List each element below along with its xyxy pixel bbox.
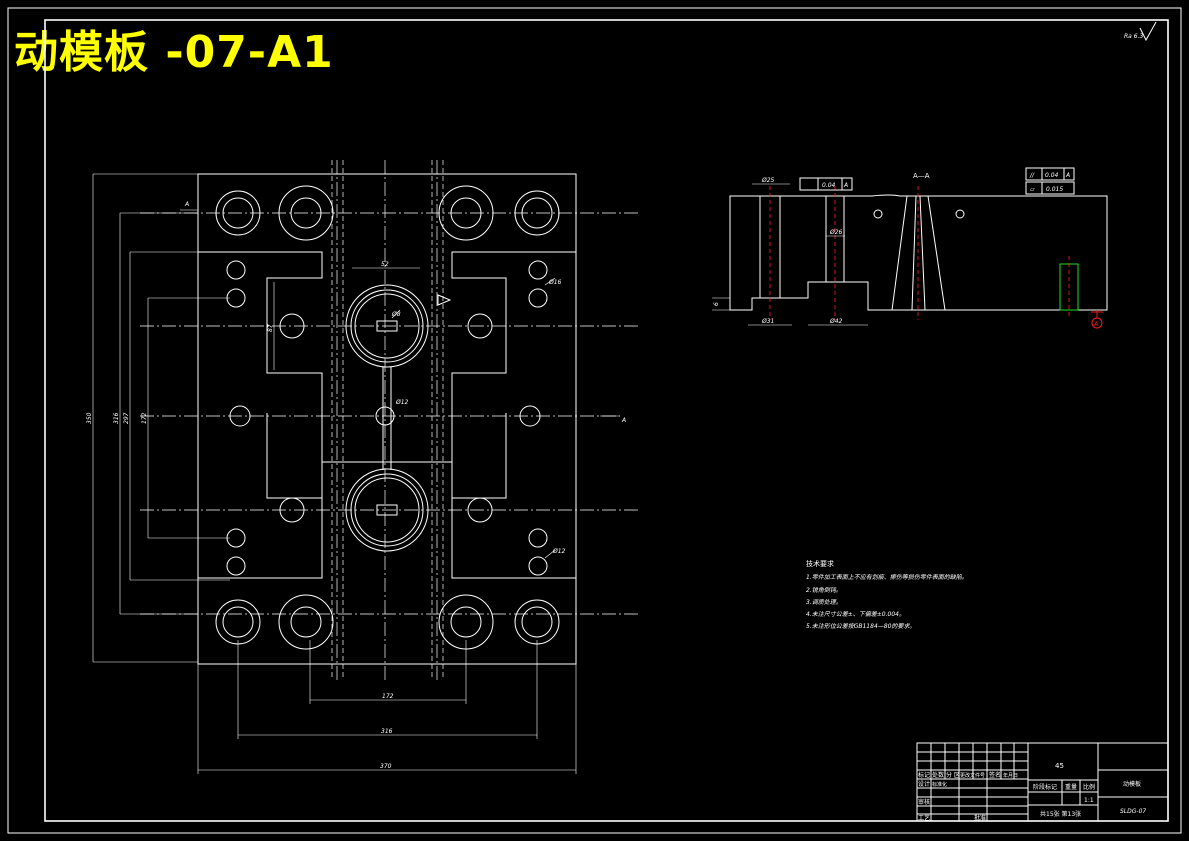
tb-label-check: 审核: [918, 798, 930, 806]
tol2-value: 0.04: [1045, 172, 1059, 179]
callout-2: Ø12: [395, 399, 409, 406]
note-2: 2.锐角倒钝。: [806, 586, 842, 594]
plate-outline: [197, 173, 577, 665]
note-1: 1.零件加工表面上不应有划痕、擦伤等损伤零件表面的缺陷。: [806, 573, 968, 581]
dim-6: 6: [713, 302, 720, 306]
section-marker-right: A: [621, 417, 626, 424]
tb-drawing-no: SLDG-07: [1120, 808, 1146, 815]
section-marker-top: A: [184, 201, 189, 208]
dim-d26: Ø26: [829, 229, 843, 236]
tol1-value: 0.04: [822, 182, 836, 189]
dim-bottom-172: 172: [382, 693, 394, 700]
callout-3: Ø16: [548, 279, 562, 286]
title-block: 标记 处数 分 区 更改文件号 签名 年月日 设计 审核 工艺 标准化 批准 阶…: [916, 742, 1169, 822]
callout-1: Ø8: [391, 311, 401, 318]
dim-297: 297: [123, 412, 130, 424]
note-5: 5.未注形位公差按GB1184—80的要求。: [806, 622, 915, 630]
dim-top-52: 52: [381, 261, 389, 268]
tol3-symbol: ▱: [1030, 186, 1035, 193]
drawing-title: 动模板 -07-A1: [14, 27, 334, 78]
outer-border: [7, 7, 1182, 834]
tb-part-name: 动模板: [1123, 780, 1141, 788]
dim-d42: Ø42: [829, 318, 843, 325]
dim-172: 172: [141, 412, 148, 424]
section-view: A—A Ø25 Ø26 Ø31 Ø42 6 0.04 A // 0.04 A ▱…: [712, 167, 1108, 329]
tb-scale: 1:1: [1084, 797, 1094, 804]
plan-view: 350 316 297 172 172 316 370 52 87 Ø8 Ø12…: [86, 160, 640, 774]
technical-notes: 技术要求 1.零件加工表面上不应有划痕、擦伤等损伤零件表面的缺陷。 2.锐角倒钝…: [806, 559, 968, 630]
note-3: 3.调质处理。: [806, 598, 842, 606]
tb-label-approve: 批准: [974, 814, 986, 822]
tb-label-stage: 阶段标记: [1033, 783, 1057, 791]
tb-label-sign: 签名: [989, 771, 1001, 779]
note-4: 4.未注尺寸公差±、下偏差±0.004。: [806, 610, 905, 618]
tb-label-design: 设计: [918, 780, 930, 788]
tol2-symbol: //: [1029, 172, 1035, 179]
dim-side-87: 87: [267, 324, 274, 332]
dim-d25: Ø25: [761, 177, 775, 184]
tb-label-process: 工艺: [918, 814, 930, 822]
callout-4: Ø12: [552, 548, 566, 555]
dim-d31: Ø31: [761, 318, 774, 325]
roughness-label: Ra 6.3: [1124, 33, 1143, 40]
tol1-datum: A: [843, 182, 848, 189]
section-title: A—A: [913, 172, 930, 180]
tb-label-weight: 重量: [1065, 783, 1077, 791]
tb-label-date: 年月日: [1003, 772, 1018, 779]
dim-bottom-370: 370: [380, 763, 392, 770]
tb-label-scale: 比例: [1083, 783, 1095, 791]
notes-heading: 技术要求: [806, 559, 834, 568]
datum-a: A: [1093, 321, 1098, 328]
dim-bottom-316: 316: [381, 728, 393, 735]
tb-label-mark: 标记: [918, 771, 930, 779]
dim-316: 316: [113, 412, 120, 424]
tol2-datum: A: [1065, 172, 1070, 179]
dim-350: 350: [86, 412, 93, 424]
roughness-symbol: Ra 6.3: [1124, 21, 1157, 42]
tb-label-count: 处数: [932, 771, 944, 779]
inner-border: [44, 19, 1169, 822]
tol3-value: 0.015: [1046, 186, 1063, 193]
tb-label-zone: 分 区: [946, 771, 960, 779]
tb-label-standard: 标准化: [932, 781, 947, 788]
tb-sheets: 共15张 第13张: [1040, 810, 1081, 818]
tb-material: 45: [1055, 762, 1064, 770]
tb-label-change: 更改文件号: [960, 772, 985, 779]
